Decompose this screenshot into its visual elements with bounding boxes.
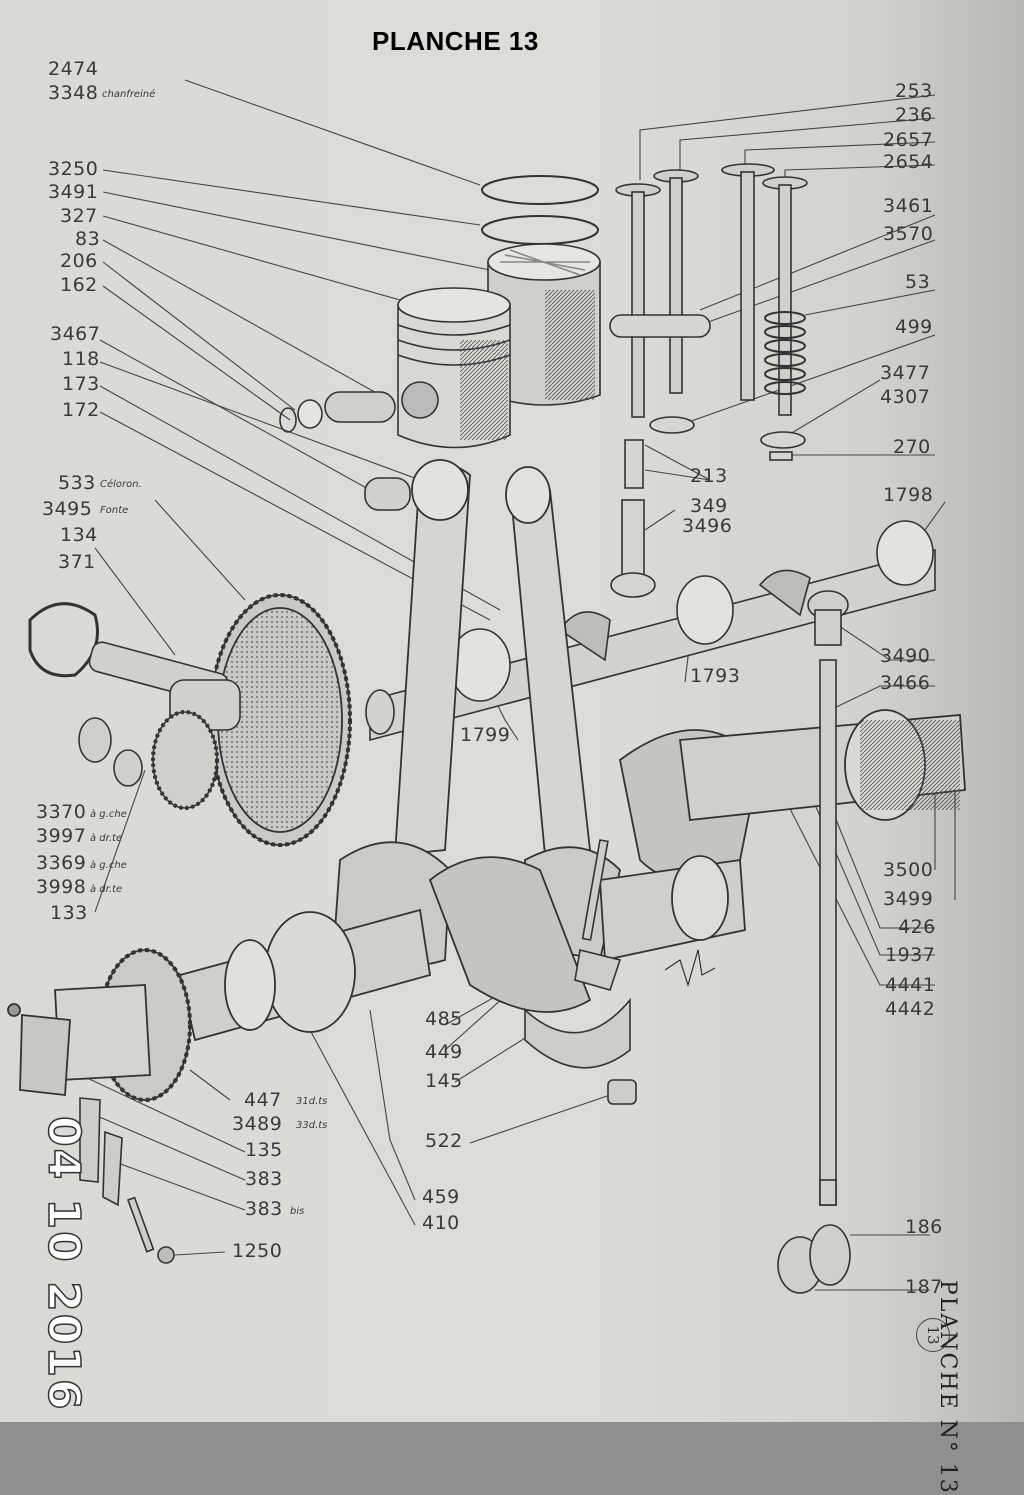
part-note: 33d.ts (296, 1120, 328, 1131)
part-label: 3997 (36, 825, 87, 847)
part-label: 3461 (883, 195, 934, 217)
part-label: 186 (905, 1216, 943, 1238)
part-note: chanfreiné (102, 89, 156, 100)
part-note: à g.che (90, 860, 127, 871)
part-label: 3490 (880, 645, 931, 667)
page-number-badge: 13 (916, 1318, 950, 1352)
part-label: 1250 (232, 1240, 283, 1262)
bearing-caps (524, 839, 637, 1105)
crank-gear (7, 948, 192, 1102)
part-label: 485 (425, 1008, 463, 1030)
part-label: 3370 (36, 801, 87, 823)
part-label: 3250 (48, 158, 99, 180)
valve-spring (764, 311, 806, 395)
part-note: à g.che (90, 809, 127, 820)
small-gears (78, 710, 219, 810)
part-label: 172 (62, 399, 100, 421)
piston-rings (481, 175, 599, 245)
part-label: 2474 (48, 58, 99, 80)
piston-front (397, 287, 511, 449)
part-note: à dr.te (90, 833, 123, 844)
part-label: 3466 (880, 672, 931, 694)
part-label: 134 (60, 524, 98, 546)
page-title: PLANCHE 13 (372, 26, 539, 56)
crank-dog-parts (79, 1097, 175, 1264)
part-label: 3500 (883, 859, 934, 881)
part-label: 426 (898, 916, 936, 938)
part-label: 187 (905, 1276, 943, 1298)
part-note: Céloron. (100, 479, 142, 490)
crankshaft (178, 709, 966, 1042)
part-label: 3348 (48, 82, 99, 104)
part-label: 447 (244, 1089, 282, 1111)
part-label: 459 (422, 1186, 460, 1208)
part-label: 53 (905, 271, 931, 293)
part-label: 3998 (36, 876, 87, 898)
small-end-bushing (364, 477, 411, 511)
part-label: 83 (75, 228, 101, 250)
valve-guide (609, 314, 806, 461)
part-label: 4307 (880, 386, 931, 408)
part-label: 253 (895, 80, 933, 102)
part-label: 3570 (883, 223, 934, 245)
part-label: 1798 (883, 484, 934, 506)
part-label: 383 (245, 1198, 283, 1220)
part-label: 4441 (885, 974, 936, 996)
valves (615, 163, 808, 418)
part-label: 3369 (36, 852, 87, 874)
part-label: 3477 (880, 362, 931, 384)
part-label: 499 (895, 316, 933, 338)
part-label: 4442 (885, 998, 936, 1020)
part-label: 410 (422, 1212, 460, 1234)
part-label: 3495 (42, 498, 93, 520)
part-label: 3496 (682, 515, 733, 537)
part-label: 2654 (883, 151, 934, 173)
part-label: 133 (50, 902, 88, 924)
part-label: 371 (58, 551, 96, 573)
part-label: 270 (893, 436, 931, 458)
part-label: 1937 (885, 944, 936, 966)
date-stamp: 04 10 2016 (37, 1115, 90, 1412)
part-label: 1799 (460, 724, 511, 746)
signature-mark (664, 949, 716, 988)
part-label: 3491 (48, 181, 99, 203)
part-label: 162 (60, 274, 98, 296)
camshaft (365, 520, 936, 742)
part-note: 31d.ts (296, 1096, 328, 1107)
part-label: 522 (425, 1130, 463, 1152)
part-note: bis (290, 1206, 305, 1217)
part-label: 383 (245, 1168, 283, 1190)
part-label: 206 (60, 250, 98, 272)
part-label: 349 (690, 495, 728, 517)
part-label: 173 (62, 373, 100, 395)
tappet (610, 439, 656, 598)
part-label: 2657 (883, 129, 934, 151)
timing-gear-large (208, 593, 352, 847)
part-note: Fonte (100, 505, 129, 516)
part-label: 145 (425, 1070, 463, 1092)
side-header: PLANCHE N° 13 (935, 1280, 960, 1495)
part-label: 3499 (883, 888, 934, 910)
engine-exploded-diagram (7, 79, 966, 1294)
gudgeon-pin (279, 391, 396, 433)
part-label: 449 (425, 1041, 463, 1063)
piston-rear (487, 243, 601, 406)
part-note: à dr.te (90, 884, 123, 895)
oil-pump-drive (777, 590, 851, 1294)
part-label: 213 (690, 465, 728, 487)
part-label: 3467 (50, 323, 101, 345)
part-label: 236 (895, 104, 933, 126)
part-label: 1793 (690, 665, 741, 687)
part-label: 327 (60, 205, 98, 227)
part-label: 118 (62, 348, 100, 370)
part-label: 135 (245, 1139, 283, 1161)
distributor-drive (28, 602, 241, 731)
part-label: 3489 (232, 1113, 283, 1135)
part-label: 533 (58, 472, 96, 494)
